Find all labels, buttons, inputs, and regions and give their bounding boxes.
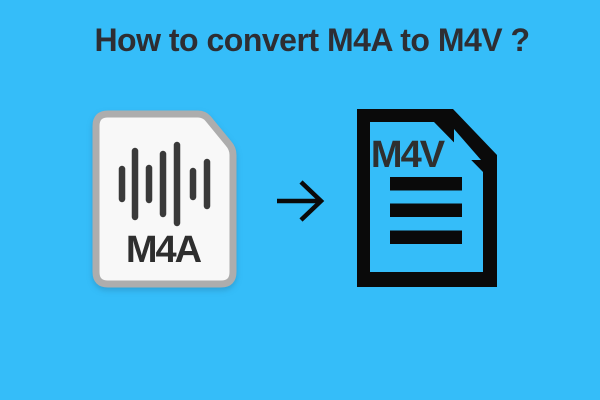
audio-waveform-icon <box>118 141 211 227</box>
folded-corner-icon <box>454 129 481 160</box>
document-outline-shape <box>357 109 497 287</box>
m4a-file-icon: M4A <box>92 110 237 288</box>
m4v-label: M4V <box>371 134 446 176</box>
text-lines-icon <box>390 177 462 244</box>
m4v-file-icon: M4V <box>357 109 497 287</box>
m4a-label: M4A <box>126 229 202 271</box>
arrow-head <box>299 180 325 222</box>
page-title: How to convert M4A to M4V ? <box>94 22 530 58</box>
arrow-right-icon <box>277 180 325 222</box>
